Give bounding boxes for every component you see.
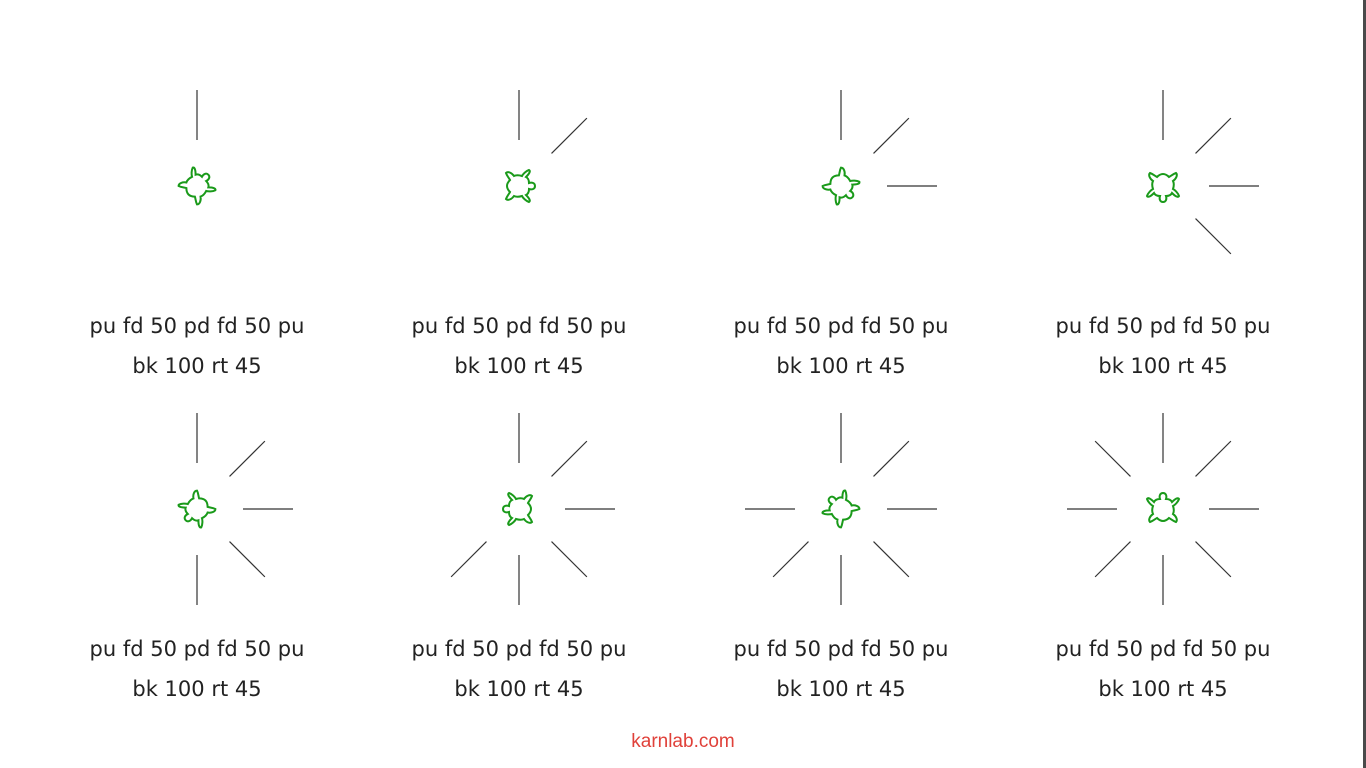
caption-line-2: bk 100 rt 45	[132, 354, 262, 378]
turtle-outline	[821, 166, 861, 206]
caption-line-1: pu fd 50 pd fd 50 pu	[89, 314, 305, 338]
turtle-panel-6: pu fd 50 pd fd 50 pu bk 100 rt 45	[358, 413, 680, 736]
pen-stroke-4	[551, 541, 588, 578]
pen-stroke-2	[551, 117, 588, 154]
pen-stroke-6	[1094, 541, 1131, 578]
command-caption: pu fd 50 pd fd 50 pu bk 100 rt 45	[680, 629, 1002, 709]
turtle-outline	[821, 489, 861, 529]
turtle-panel-2: pu fd 50 pd fd 50 pu bk 100 rt 45	[358, 90, 680, 413]
command-caption: pu fd 50 pd fd 50 pu bk 100 rt 45	[358, 629, 680, 709]
command-caption: pu fd 50 pd fd 50 pu bk 100 rt 45	[358, 306, 680, 386]
caption-line-2: bk 100 rt 45	[776, 354, 906, 378]
turtle-canvas	[1067, 413, 1259, 605]
turtle-icon	[1145, 171, 1181, 204]
caption-line-1: pu fd 50 pd fd 50 pu	[411, 314, 627, 338]
turtle-outline	[177, 166, 217, 206]
command-caption: pu fd 50 pd fd 50 pu bk 100 rt 45	[36, 306, 358, 386]
turtle-canvas	[745, 413, 937, 605]
turtle-panel-8: pu fd 50 pd fd 50 pu bk 100 rt 45	[1002, 413, 1324, 736]
caption-line-2: bk 100 rt 45	[1098, 677, 1228, 701]
turtle-canvas	[1145, 90, 1259, 255]
turtle-panel-3: pu fd 50 pd fd 50 pu bk 100 rt 45	[680, 90, 1002, 413]
caption-line-2: bk 100 rt 45	[454, 354, 584, 378]
turtle-canvas	[504, 90, 588, 204]
turtle-panel-1: pu fd 50 pd fd 50 pu bk 100 rt 45	[36, 90, 358, 413]
pen-stroke-2	[1195, 440, 1232, 477]
pen-stroke-4	[1195, 541, 1232, 578]
turtle-icon	[504, 168, 537, 204]
pen-stroke-2	[551, 440, 588, 477]
pen-stroke-2	[229, 440, 266, 477]
turtle-icon	[1145, 491, 1181, 524]
pen-stroke-2	[873, 440, 910, 477]
turtle-icon	[177, 166, 217, 206]
turtle-panel-7: pu fd 50 pd fd 50 pu bk 100 rt 45	[680, 413, 1002, 736]
command-caption: pu fd 50 pd fd 50 pu bk 100 rt 45	[1002, 306, 1324, 386]
turtle-outline	[501, 491, 534, 527]
caption-line-2: bk 100 rt 45	[132, 677, 262, 701]
command-caption: pu fd 50 pd fd 50 pu bk 100 rt 45	[1002, 629, 1324, 709]
turtle-outline	[1145, 491, 1181, 524]
caption-line-2: bk 100 rt 45	[776, 677, 906, 701]
footer-credit[interactable]: karnlab.com	[631, 731, 735, 752]
turtle-canvas	[821, 90, 937, 206]
turtle-icon	[501, 491, 534, 527]
pen-stroke-2	[873, 117, 910, 154]
pen-stroke-8	[1094, 440, 1131, 477]
turtle-canvas	[450, 413, 615, 605]
caption-line-1: pu fd 50 pd fd 50 pu	[733, 314, 949, 338]
turtle-icon	[821, 166, 861, 206]
caption-line-2: bk 100 rt 45	[1098, 354, 1228, 378]
caption-line-1: pu fd 50 pd fd 50 pu	[411, 637, 627, 661]
pen-stroke-2	[1195, 117, 1232, 154]
caption-line-1: pu fd 50 pd fd 50 pu	[1055, 314, 1271, 338]
command-caption: pu fd 50 pd fd 50 pu bk 100 rt 45	[36, 629, 358, 709]
turtle-outline	[1145, 171, 1181, 204]
turtle-panel-4: pu fd 50 pd fd 50 pu bk 100 rt 45	[1002, 90, 1324, 413]
pen-stroke-4	[229, 541, 266, 578]
turtle-icon	[177, 489, 217, 529]
caption-line-1: pu fd 50 pd fd 50 pu	[89, 637, 305, 661]
turtle-canvas	[177, 413, 293, 605]
pen-stroke-4	[1195, 218, 1232, 255]
turtle-outline	[504, 168, 537, 204]
turtle-outline	[177, 489, 217, 529]
turtle-icon	[821, 489, 861, 529]
caption-line-1: pu fd 50 pd fd 50 pu	[733, 637, 949, 661]
pen-stroke-6	[450, 541, 487, 578]
caption-line-1: pu fd 50 pd fd 50 pu	[1055, 637, 1271, 661]
command-caption: pu fd 50 pd fd 50 pu bk 100 rt 45	[680, 306, 1002, 386]
pen-stroke-6	[772, 541, 809, 578]
turtle-canvas	[177, 90, 217, 206]
pen-stroke-4	[873, 541, 910, 578]
turtle-panel-5: pu fd 50 pd fd 50 pu bk 100 rt 45	[36, 413, 358, 736]
caption-line-2: bk 100 rt 45	[454, 677, 584, 701]
frame-edge	[1363, 0, 1366, 768]
